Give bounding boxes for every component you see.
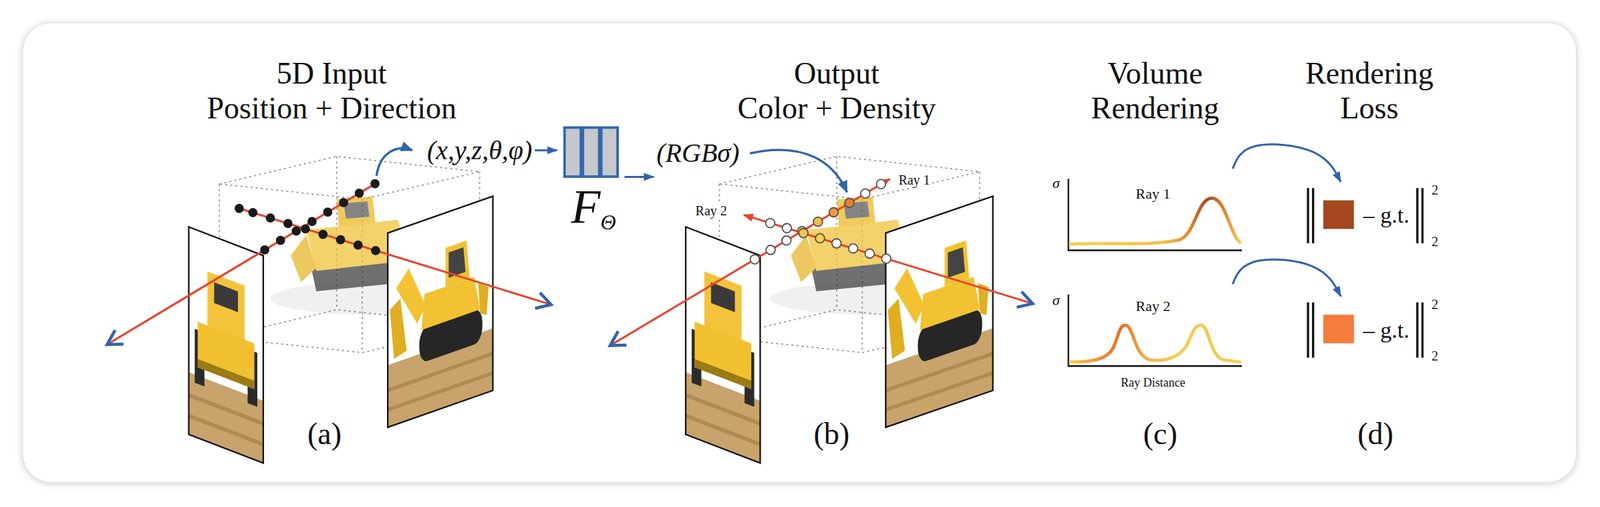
loss-expression: – g.t. 2 2 xyxy=(1303,181,1447,248)
output-tuple: (RGBσ) xyxy=(653,138,742,168)
ray-label: Ray 2 xyxy=(693,203,730,218)
norm-bar xyxy=(1307,187,1310,244)
flow-arrow xyxy=(624,175,654,178)
tuple-text: (x,y,z,θ,φ) xyxy=(424,135,535,166)
node-text: 2 xyxy=(1431,183,1439,197)
column-heading: Output xyxy=(793,56,880,91)
node-text: σ xyxy=(1052,292,1060,308)
camera-ray xyxy=(106,181,379,345)
norm-bar xyxy=(1416,302,1419,358)
ray-label: Ray 1 xyxy=(896,172,932,188)
panel-letter: (c) xyxy=(1142,417,1177,452)
norm-bar xyxy=(1307,302,1310,358)
pixel-color xyxy=(1323,314,1355,344)
camera-ray xyxy=(743,214,1033,303)
norm-bar xyxy=(1311,302,1314,358)
image-plane xyxy=(188,226,263,463)
axis xyxy=(1068,178,1243,250)
figure-panel xyxy=(22,22,1577,483)
scene-a xyxy=(106,148,551,463)
tuple-text: (RGBσ) xyxy=(653,138,742,168)
flow-arrow xyxy=(1232,259,1341,297)
node-text: – g.t. xyxy=(1363,203,1410,227)
node-text: σ xyxy=(1052,175,1060,191)
node-text: F xyxy=(570,182,601,231)
layer-bar xyxy=(582,127,599,177)
density-curve xyxy=(1070,324,1240,362)
norm-bar xyxy=(1416,187,1419,244)
node-text: Ray 1 xyxy=(1135,186,1171,202)
panel-letter: (b) xyxy=(814,417,851,452)
node-text: 2 xyxy=(1431,234,1439,248)
node-text: – g.t. xyxy=(1363,318,1410,342)
plot-axes xyxy=(1045,168,1246,261)
node-text: Θ xyxy=(600,211,616,233)
mlp-network: FΘ xyxy=(557,120,625,233)
density-curve xyxy=(1070,197,1240,244)
column-heading: Loss xyxy=(1340,91,1399,126)
image-frame xyxy=(885,195,993,427)
image-frame xyxy=(387,195,493,427)
camera-symbol xyxy=(535,292,552,309)
column-heading: Color + Density xyxy=(737,91,937,126)
image-plane xyxy=(387,195,493,427)
input-tuple: (x,y,z,θ,φ) xyxy=(424,135,535,166)
sample-points xyxy=(234,179,381,256)
pixel-color xyxy=(1323,200,1355,230)
image-content xyxy=(885,231,993,428)
norm-bar xyxy=(1421,302,1424,358)
loss-expression: – g.t. 2 2 xyxy=(1303,296,1447,362)
scene-b xyxy=(610,149,1033,463)
axis xyxy=(1068,294,1243,366)
node-text: Ray 2 xyxy=(1135,298,1171,314)
image-content xyxy=(387,231,493,428)
image-content xyxy=(188,263,263,463)
camera-symbol xyxy=(1016,291,1033,307)
column-heading: Position + Direction xyxy=(206,91,456,126)
output-arrow xyxy=(749,149,847,192)
panel-letter: (a) xyxy=(307,417,342,452)
norm-bar xyxy=(1421,187,1424,244)
camera-symbol xyxy=(610,330,627,345)
camera-symbol xyxy=(106,330,123,345)
camera-ray xyxy=(237,207,551,305)
density-plot: σRay 1 xyxy=(1045,168,1246,261)
panel-letter: (d) xyxy=(1357,417,1394,452)
density-plot: σ Ray 2 Ray Distance xyxy=(1045,284,1246,395)
layer-bar xyxy=(600,127,617,177)
node-text: Ray Distance xyxy=(1120,376,1185,389)
image-frame xyxy=(188,226,263,463)
flow-arrow xyxy=(534,149,557,152)
node-text: 2 xyxy=(1431,348,1439,363)
query-arrow xyxy=(376,148,412,176)
flow-arrow xyxy=(1232,144,1341,182)
column-heading: Rendering xyxy=(1305,56,1434,91)
norm-bar xyxy=(1311,187,1314,244)
camera-ray xyxy=(610,178,890,345)
sample-points xyxy=(749,179,891,264)
layer-bar xyxy=(564,127,581,177)
column-heading: 5D Input xyxy=(276,56,387,91)
node-text: 2 xyxy=(1431,297,1439,311)
image-plane xyxy=(885,195,993,427)
column-heading: Volume xyxy=(1107,56,1203,91)
column-heading: Rendering xyxy=(1091,91,1220,126)
